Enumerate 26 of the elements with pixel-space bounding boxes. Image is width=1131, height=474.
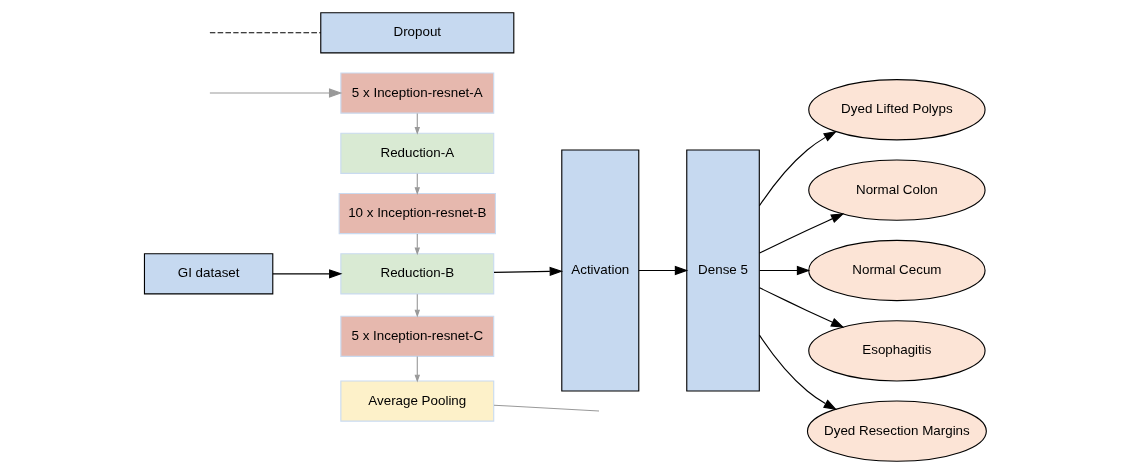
node-ellipse: Normal Colon xyxy=(808,159,986,221)
arrow xyxy=(758,334,838,410)
node-box: Dropout xyxy=(320,12,515,54)
arrow xyxy=(638,265,689,276)
node-box: Activation xyxy=(561,149,640,392)
node-box: GI dataset xyxy=(143,253,274,295)
node-box: 10 x Inception-resnet-B xyxy=(338,192,496,235)
arrow xyxy=(759,265,811,276)
node-ellipse: Esophagitis xyxy=(808,320,986,382)
node-ellipse: Normal Cecum xyxy=(808,239,986,302)
arrow xyxy=(272,269,343,279)
arrow xyxy=(759,213,845,254)
arrow xyxy=(414,355,421,383)
connector xyxy=(209,32,322,34)
arrow xyxy=(758,130,838,207)
node-box: 5 x Inception-resnet-C xyxy=(340,315,495,357)
node-box: 5 x Inception-resnet-A xyxy=(340,72,495,114)
node-box: Reduction-B xyxy=(340,253,495,295)
arrow xyxy=(209,88,343,98)
connector xyxy=(493,404,600,412)
arrow xyxy=(414,112,421,135)
arrow xyxy=(759,287,845,328)
node-box: Dense 5 xyxy=(686,149,760,392)
node-box: Average Pooling xyxy=(340,380,495,422)
node-box: Reduction-A xyxy=(340,132,495,174)
arrow xyxy=(493,266,564,277)
